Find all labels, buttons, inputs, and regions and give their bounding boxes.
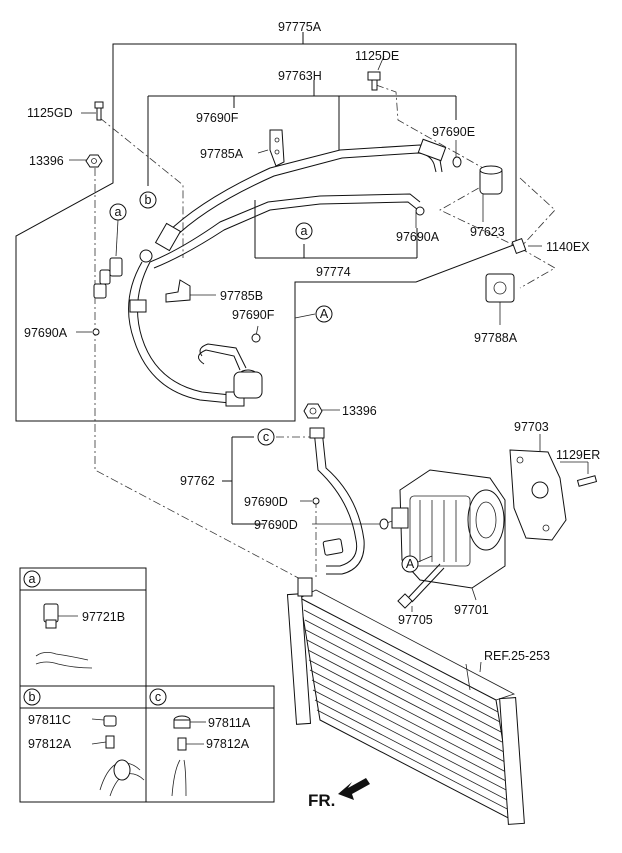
label-97701: 97701 [454, 603, 489, 617]
oring-97690E [452, 156, 462, 168]
pipe-97774 [149, 193, 421, 269]
callout-b-top: b [139, 191, 157, 209]
callout-a-97774: a [295, 222, 313, 240]
label-97774: 97774 [316, 265, 351, 279]
label-13396-mid: 13396 [342, 404, 377, 418]
label-97690A-right: 97690A [396, 230, 440, 244]
main-assembly-frame [15, 32, 517, 422]
bolt-1125GD [94, 101, 104, 121]
nut-13396-mid [303, 403, 340, 419]
svg-text:c: c [263, 430, 269, 444]
nut-13396-top [85, 154, 103, 168]
label-fr: FR. [308, 791, 335, 810]
label-97690D-1: 97690D [244, 495, 288, 509]
hose-97775A [128, 222, 263, 407]
svg-text:b: b [145, 193, 152, 207]
pipe-97763H [165, 138, 447, 241]
oring-97690D-2 [379, 518, 389, 530]
part-labels: 97775A 1125DE 97763H 1125GD 97690F 97690… [24, 20, 600, 810]
label-97763H: 97763H [278, 69, 322, 83]
bracket-97785B [165, 279, 191, 303]
label-97811C: 97811C [28, 713, 71, 727]
label-97690F-mid: 97690F [232, 308, 275, 322]
svg-text:b: b [29, 690, 36, 704]
detail-box-a [19, 567, 147, 687]
bracket-97774 [254, 200, 418, 259]
label-97690A-left: 97690A [24, 326, 68, 340]
svg-text:c: c [155, 690, 161, 704]
callout-b-box: b [23, 688, 41, 706]
pipe-97762 [309, 427, 365, 575]
label-97788A: 97788A [474, 331, 518, 345]
bolt-1140EX [511, 238, 527, 254]
svg-text:a: a [115, 205, 122, 219]
leader-lines-bottom [91, 461, 588, 745]
label-97785B: 97785B [220, 289, 263, 303]
sensor-97623 [479, 165, 503, 195]
label-97690F-top: 97690F [196, 111, 239, 125]
callout-c-box: c [149, 688, 167, 706]
label-1129ER: 1129ER [556, 448, 600, 462]
label-97721B: 97721B [82, 610, 125, 624]
label-97811A: 97811A [208, 716, 251, 730]
bolt-1125DE [367, 71, 381, 91]
label-97705: 97705 [398, 613, 433, 627]
block-97788A [485, 273, 515, 303]
svg-text:A: A [320, 307, 329, 321]
bolt-1129ER [576, 462, 598, 487]
svg-text:a: a [29, 572, 36, 586]
label-97703: 97703 [514, 420, 549, 434]
bracket-97763H [147, 80, 457, 186]
label-97775A: 97775A [278, 20, 322, 34]
condenser-fins [303, 609, 514, 813]
condenser [286, 577, 525, 825]
label-97690E: 97690E [432, 125, 475, 139]
label-97762: 97762 [180, 474, 215, 488]
fitting-left [93, 249, 153, 299]
front-direction-indicator [338, 778, 370, 800]
oring-97690D-1 [312, 497, 320, 505]
callout-a-box: a [23, 570, 41, 588]
label-97690D-2: 97690D [254, 518, 298, 532]
label-1125DE: 1125DE [355, 49, 399, 63]
label-97812A-c: 97812A [206, 737, 250, 751]
label-ref-25-253: REF.25-253 [484, 649, 550, 663]
callout-A-lower: A [401, 555, 433, 573]
label-13396-top: 13396 [29, 154, 64, 168]
svg-text:a: a [301, 224, 308, 238]
callout-A-upper: A [315, 305, 333, 323]
bracket-97762 [222, 436, 380, 525]
svg-text:A: A [406, 557, 415, 571]
detail-box-c [145, 685, 275, 803]
oring-97690F-mid [251, 333, 261, 343]
label-1125GD: 1125GD [27, 106, 73, 120]
bolt-97705 [397, 563, 445, 612]
callout-a-top: a [109, 203, 127, 257]
bracket-97785A [269, 129, 285, 167]
label-97623: 97623 [470, 225, 505, 239]
leader-lines-top [69, 55, 542, 337]
compressor-97701 [391, 469, 506, 601]
label-97812A-b: 97812A [28, 737, 72, 751]
detail-box-b [19, 685, 147, 803]
oring-97690A-right [415, 206, 425, 216]
callout-c-mid: c [257, 428, 275, 446]
bracket-97703 [509, 434, 567, 541]
label-97785A: 97785A [200, 147, 244, 161]
oring-97690A-left [92, 328, 100, 336]
label-1140EX: 1140EX [546, 240, 590, 254]
